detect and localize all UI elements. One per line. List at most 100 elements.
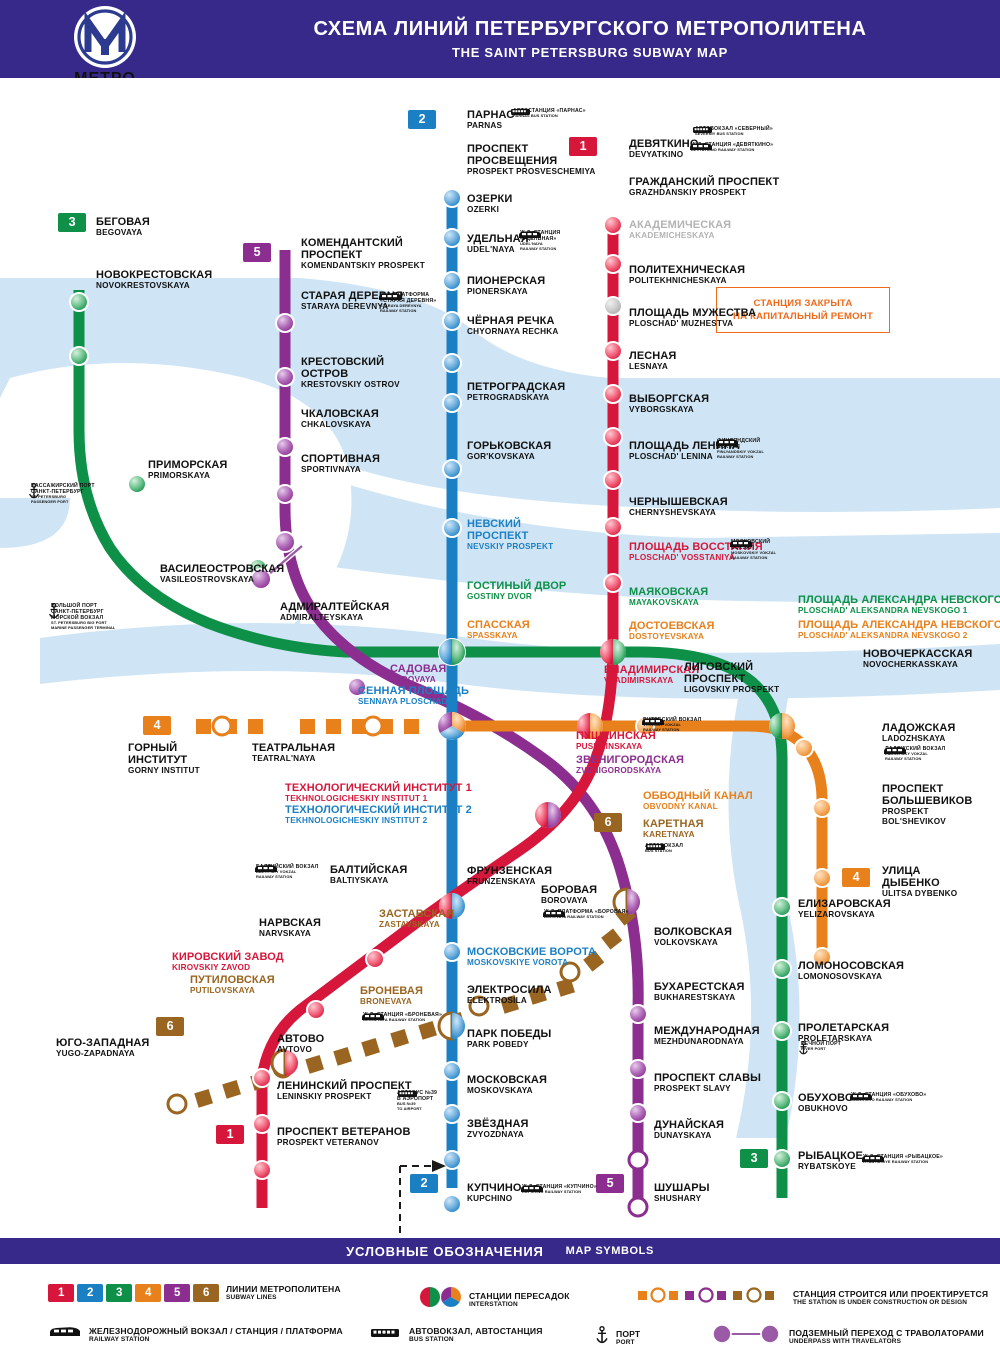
station-avtovo[interactable]: АВТОВО AVTOVO <box>277 1033 324 1055</box>
station-ploschad-aleksandra-nevskogo-2[interactable]: ПЛОЩАДЬ АЛЕКСАНДРА НЕВСКОГО 2 PLOSCHAD' … <box>798 619 1000 641</box>
station-frunzenskaya[interactable]: ФРУНЗЕНСКАЯ FRUNZENSKAYA <box>467 865 552 887</box>
station-dostoyevskaya-en: DOSTOYEVSKAYA <box>629 632 705 641</box>
station-obukhovo[interactable]: ОБУХОВО OBUKHOVO <box>798 1092 854 1114</box>
station-elektrosila[interactable]: ЭЛЕКТРОСИЛА ELEKTROSILA <box>467 984 552 1006</box>
station-sportivnaya[interactable]: СПОРТИВНАЯ SPORTIVNAYA <box>301 453 380 475</box>
station-akademicheskaya[interactable]: АКАДЕМИЧЕСКАЯ AKADEMICHESKAYA <box>629 219 731 241</box>
station-narvskaya[interactable]: НАРВСКАЯ NARVSKAYA <box>259 917 321 939</box>
station-vasileostrovskaya[interactable]: ВАСИЛЕОСТРОВСКАЯ VASILEOSTROVSKAYA <box>160 563 284 585</box>
station-vladimirskaya[interactable]: ВЛАДИМИРСКАЯ VLADIMIRSKAYA <box>604 664 699 686</box>
station-dunayskaya[interactable]: ДУНАЙСКАЯ DUNAYSKAYA <box>654 1119 724 1141</box>
station-prospekt-bolshevikov[interactable]: ПРОСПЕКТ БОЛЬШЕВИКОВ PROSPEKT BOL'SHEVIK… <box>882 783 972 826</box>
station-yugo-zapadnaya[interactable]: ЮГО-ЗАПАДНАЯ YUGO-ZAPADNAYA <box>56 1037 149 1059</box>
station-begovaya[interactable]: БЕГОВАЯ BEGOVAYA <box>96 216 150 238</box>
station-mezhdunarodnaya[interactable]: МЕЖДУНАРОДНАЯ MEZHDUNARODNAYA <box>654 1025 760 1047</box>
line-badge-1-south[interactable]: 1 <box>216 1125 244 1144</box>
station-putilovskaya[interactable]: ПУТИЛОВСКАЯ PUTILOVSKAYA <box>190 974 275 996</box>
station-prospekt-veteranov[interactable]: ПРОСПЕКТ ВЕТЕРАНОВ PROSPEKT VETERANOV <box>277 1126 411 1148</box>
line-badge-4-west[interactable]: 4 <box>143 716 171 735</box>
station-rybatskoye[interactable]: РЫБАЦКОЕ RYBATSKOYE <box>798 1150 863 1172</box>
station-park-pobedy[interactable]: ПАРК ПОБЕДЫ PARK POBEDY <box>467 1028 551 1050</box>
station-admiralteyskaya[interactable]: АДМИРАЛТЕЙСКАЯ ADMIRALTEYSKAYA <box>280 601 389 623</box>
station-krestovskiy-ostrov[interactable]: КРЕСТОВСКИЙ ОСТРОВ KRESTOVSKIY OSTROV <box>301 356 400 390</box>
station-borovaya[interactable]: БОРОВАЯ BOROVAYA <box>541 884 597 906</box>
station-lesnaya[interactable]: ЛЕСНАЯ LESNAYA <box>629 350 676 372</box>
station-udelnaya[interactable]: УДЕЛЬНАЯ UDEL'NAYA <box>467 233 529 255</box>
station-ozerki[interactable]: ОЗЕРКИ OZERKI <box>467 193 512 215</box>
station-zvyozdnaya[interactable]: ЗВЁЗДНАЯ ZVYOZDNAYA <box>467 1118 529 1140</box>
station-kupchino[interactable]: КУПЧИНО KUPCHINO <box>467 1182 522 1204</box>
station-ulitsa-dybenko[interactable]: УЛИЦА ДЫБЕНКО ULITSA DYBENKO <box>882 865 957 899</box>
line-badge-1-north[interactable]: 1 <box>569 137 597 156</box>
line-badge-2-north[interactable]: 2 <box>408 110 436 129</box>
station-baltiyskaya[interactable]: БАЛТИЙСКАЯ BALTIYSKAYA <box>330 864 407 886</box>
station-primorskaya[interactable]: ПРИМОРСКАЯ PRIMORSKAYA <box>148 459 227 481</box>
station-zastavskaya[interactable]: ЗАСТАВСКАЯ ZASTAVSKAYA <box>379 908 454 930</box>
station-sadovaya[interactable]: САДОВАЯ SADOVAYA <box>390 663 446 685</box>
station-dostoyevskaya[interactable]: ДОСТОЕВСКАЯ DOSTOYEVSKAYA <box>629 620 715 642</box>
station-politekhnicheskaya[interactable]: ПОЛИТЕХНИЧЕСКАЯ POLITEKHNICHESKAYA <box>629 264 745 286</box>
station-ploschad-muzhestva[interactable]: ПЛОЩАДЬ МУЖЕСТВА PLOSCHAD' MUZHESTVA <box>629 307 756 329</box>
station-gostiny-dvor[interactable]: ГОСТИНЫЙ ДВОР GOSTINY DVOR <box>467 580 566 602</box>
station-spasskaya[interactable]: СПАССКАЯ SPASSKAYA <box>467 619 530 641</box>
station-gorny-institut[interactable]: ГОРНЫЙ ИНСТИТУТ GORNY INSTITUT <box>128 742 200 776</box>
station-obvodny-kanal[interactable]: ОБВОДНЫЙ КАНАЛ OBVODNY KANAL <box>643 790 753 812</box>
station-elektrosila-en: ELEKTROSILA <box>467 996 527 1005</box>
station-kirovskiy-zavod[interactable]: КИРОВСКИЙ ЗАВОД KIROVSKIY ZAVOD <box>172 951 284 973</box>
station-tekhnologicheskiy-institut-2[interactable]: ТЕХНОЛОГИЧЕСКИЙ ИНСТИТУТ 2 TEKHNOLOGICHE… <box>285 804 472 826</box>
station-nevskiy-prospekt[interactable]: НЕВСКИЙ ПРОСПЕКТ NEVSKIY PROSPEKT <box>467 518 553 552</box>
station-leninskiy-prospekt[interactable]: ЛЕНИНСКИЙ ПРОСПЕКТ LENINSKIY PROSPEKT <box>277 1080 412 1102</box>
station-pionerskaya[interactable]: ПИОНЕРСКАЯ PIONERSKAYA <box>467 275 545 297</box>
station-lomonosovskaya[interactable]: ЛОМОНОСОВСКАЯ LOMONOSOVSKAYA <box>798 960 904 982</box>
station-vyborgskaya[interactable]: ВЫБОРГСКАЯ VYBORGSKAYA <box>629 393 709 415</box>
station-petrogradskaya[interactable]: ПЕТРОГРАДСКАЯ PETROGRADSKAYA <box>467 381 565 403</box>
station-ligovskiy-prospekt[interactable]: ЛИГОВСКИЙ ПРОСПЕКТ LIGOVSKIY PROSPEKT <box>684 661 779 695</box>
line-badge-5-south[interactable]: 5 <box>596 1174 624 1193</box>
metro-map-canvas[interactable]: 2 1 3 5 4 6 4 6 1 2 5 3 СТАНЦИЯ ЗАКРЫТА … <box>0 78 1000 1238</box>
station-ploschad-vosstaniya[interactable]: ПЛОЩАДЬ ВОССТАНИЯ PLOSCHAD' VOSSTANIYA <box>629 541 763 563</box>
line-badge-4-east[interactable]: 4 <box>842 868 870 887</box>
legend-badge-3: 3 <box>106 1284 132 1302</box>
station-ploschad-lenina[interactable]: ПЛОЩАДЬ ЛЕНИНА PLOSCHAD' LENINA <box>629 440 740 462</box>
station-ploschad-aleksandra-nevskogo-1[interactable]: ПЛОЩАДЬ АЛЕКСАНДРА НЕВСКОГО 1 PLOSCHAD' … <box>798 594 1000 616</box>
station-chyornaya-rechka[interactable]: ЧЁРНАЯ РЕЧКА CHYORNAYA RECHKA <box>467 315 558 337</box>
station-proletarskaya[interactable]: ПРОЛЕТАРСКАЯ PROLETARSKAYA <box>798 1022 889 1044</box>
station-zvenigorodskaya[interactable]: ЗВЕНИГОРОДСКАЯ ZVENIGORODSKAYA <box>576 754 684 776</box>
station-chernyshevskaya[interactable]: ЧЕРНЫШЕВСКАЯ CHERNYSHEVSKAYA <box>629 496 728 518</box>
station-staraya-derevnya[interactable]: СТАРАЯ ДЕРЕВНЯ STARAYA DEREVNYA <box>301 290 403 312</box>
line-badge-2-south[interactable]: 2 <box>410 1174 438 1193</box>
station-novokrestovskaya[interactable]: НОВОКРЕСТОВСКАЯ NOVOKRESTOVSKAYA <box>96 269 212 291</box>
station-moskovskiye-vorota[interactable]: МОСКОВСКИЕ ВОРОТА MOSKOVSKIYE VOROTA <box>467 946 596 968</box>
station-teatralnaya[interactable]: ТЕАТРАЛЬНАЯ TEATRAL'NAYA <box>252 742 335 764</box>
facility-big-port-ru1: БОЛЬШОЙ ПОРТ <box>51 603 98 609</box>
station-volkovskaya[interactable]: ВОЛКОВСКАЯ VOLKOVSKAYA <box>654 926 732 948</box>
station-bukharestskaya[interactable]: БУХАРЕСТСКАЯ BUKHARESTSKAYA <box>654 981 745 1003</box>
station-devyatkino[interactable]: ДЕВЯТКИНО DEVYATKINO <box>629 138 699 160</box>
line-badge-3-south[interactable]: 3 <box>740 1149 768 1168</box>
station-prospekt-prosvescheniya[interactable]: ПРОСПЕКТ ПРОСВЕЩЕНИЯ PROSPEKT PROSVESCHE… <box>467 143 596 177</box>
station-borovaya-en: BOROVAYA <box>541 896 588 905</box>
station-komendantskiy-prospekt[interactable]: КОМЕНДАНТСКИЙ ПРОСПЕКТ KOMENDANTSKIY PRO… <box>301 237 425 271</box>
station-tekhnologicheskiy-institut-1[interactable]: ТЕХНОЛОГИЧЕСКИЙ ИНСТИТУТ 1 TEKHNOLOGICHE… <box>285 782 472 804</box>
station-shushary[interactable]: ШУШАРЫ SHUSHARY <box>654 1182 710 1204</box>
station-prospekt-slavy[interactable]: ПРОСПЕКТ СЛАВЫ PROSPEKT SLAVY <box>654 1072 761 1094</box>
station-yelizarovskaya[interactable]: ЕЛИЗАРОВСКАЯ YELIZAROVSKAYA <box>798 898 891 920</box>
station-ladozhskaya[interactable]: ЛАДОЖСКАЯ LADOZHSKAYA <box>882 722 955 744</box>
station-grazhdanskiy-prospekt[interactable]: ГРАЖДАНСКИЙ ПРОСПЕКТ GRAZHDANSKIY PROSPE… <box>629 176 779 198</box>
line-badge-6-southwest[interactable]: 6 <box>156 1017 184 1036</box>
facility-vosstaniya-rail-ru2: ВОКЗАЛ <box>731 545 754 551</box>
station-chkalovskaya[interactable]: ЧКАЛОВСКАЯ CHKALOVSKAYA <box>301 408 379 430</box>
station-parnas[interactable]: ПАРНАС PARNAS <box>467 109 514 131</box>
station-grazhdanskiy-prospekt-en: GRAZHDANSKIY PROSPEKT <box>629 188 747 197</box>
line-badge-3-northwest[interactable]: 3 <box>58 213 86 232</box>
station-gorkovskaya[interactable]: ГОРЬКОВСКАЯ GOR'KOVSKAYA <box>467 440 551 462</box>
station-moskovskaya[interactable]: МОСКОВСКАЯ MOSKOVSKAYA <box>467 1074 547 1096</box>
station-novocherkasskaya[interactable]: НОВОЧЕРКАССКАЯ NOVOCHERKASSKAYA <box>863 648 972 670</box>
line-badge-5-north[interactable]: 5 <box>243 243 271 262</box>
station-pushkinskaya[interactable]: ПУШКИНСКАЯ PUSHKINSKAYA <box>576 730 656 752</box>
station-mayakovskaya[interactable]: МАЯКОВСКАЯ MAYAKOVSKAYA <box>629 586 708 608</box>
station-sennaya-ploschad[interactable]: СЕННАЯ ПЛОЩАДЬ SENNAYA PLOSCHAD' <box>358 685 469 707</box>
station-bronevaya[interactable]: БРОНЕВАЯ BRONEVAYA <box>360 985 423 1007</box>
line-badge-6-mid[interactable]: 6 <box>594 813 622 832</box>
station-karetnaya[interactable]: КАРЕТНАЯ KARETNAYA <box>643 818 704 840</box>
